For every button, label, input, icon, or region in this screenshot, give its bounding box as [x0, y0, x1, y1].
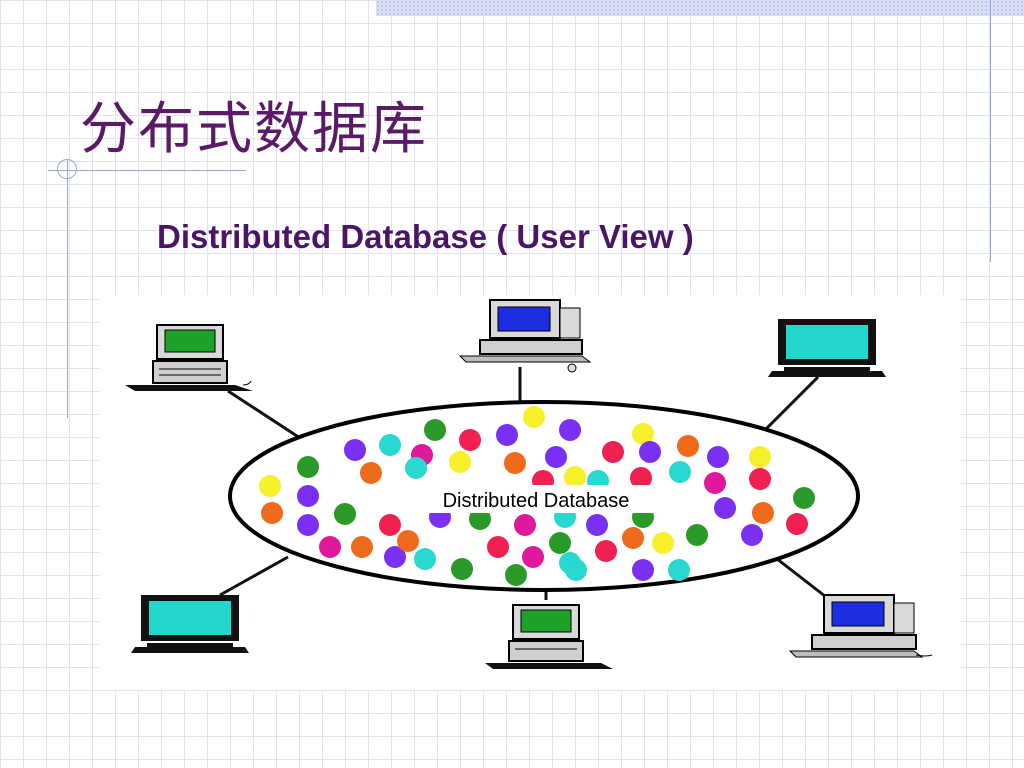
center-label: Distributed Database [443, 490, 630, 512]
data-dot [586, 514, 608, 536]
desktop-computer-icon [485, 604, 613, 669]
data-dot [379, 434, 401, 456]
data-dots [259, 406, 815, 586]
data-dot [487, 536, 509, 558]
data-dot [749, 468, 771, 490]
data-dot [707, 446, 729, 468]
data-dot [351, 536, 373, 558]
data-dot [549, 532, 571, 554]
data-dot [297, 514, 319, 536]
data-dot [297, 456, 319, 478]
right-guide-line [990, 0, 991, 262]
decorative-ring [57, 159, 77, 179]
data-dot [496, 424, 518, 446]
data-dot [602, 441, 624, 463]
data-dot [514, 514, 536, 536]
data-dot [360, 462, 382, 484]
data-dot [786, 513, 808, 535]
data-dot [632, 423, 654, 445]
data-dot [505, 564, 527, 586]
data-dot [449, 451, 471, 473]
title-underline [48, 170, 246, 171]
data-dot [405, 457, 427, 479]
data-dot [469, 508, 491, 530]
data-dot [652, 532, 674, 554]
data-dot [334, 503, 356, 525]
desktop-computer-icon [125, 324, 253, 391]
data-dot [686, 524, 708, 546]
data-dot [259, 475, 281, 497]
data-dot [639, 441, 661, 463]
monitor-icon [768, 319, 886, 377]
connection-lines [219, 367, 831, 602]
distributed-database-diagram: Distributed Database [100, 295, 960, 690]
data-dot [752, 502, 774, 524]
data-dot [677, 435, 699, 457]
link-top-left [227, 389, 301, 440]
page-title: 分布式数据库 [80, 97, 428, 162]
data-dot [459, 429, 481, 451]
left-guide-line [67, 160, 68, 418]
desktop-computer-icon [458, 299, 592, 373]
link-bottom-right [771, 553, 831, 602]
data-dot [704, 472, 726, 494]
data-dot [545, 446, 567, 468]
link-top-right [758, 375, 820, 437]
data-dot [379, 514, 401, 536]
header-band [376, 0, 1024, 16]
data-dot [261, 502, 283, 524]
desktop-computer-icon [788, 594, 933, 658]
data-dot [424, 419, 446, 441]
data-dot [414, 548, 436, 570]
data-dot [344, 439, 366, 461]
data-dot [741, 524, 763, 546]
data-dot [451, 558, 473, 580]
data-dot [565, 559, 587, 581]
link-bottom-left [219, 555, 289, 597]
data-dot [504, 452, 526, 474]
data-dot [793, 487, 815, 509]
data-dot [668, 559, 690, 581]
data-dot [669, 461, 691, 483]
data-dot [595, 540, 617, 562]
data-dot [397, 530, 419, 552]
data-dot [749, 446, 771, 468]
data-dot [319, 536, 341, 558]
data-dot [632, 559, 654, 581]
data-dot [523, 406, 545, 428]
data-dot [559, 419, 581, 441]
data-dot [522, 546, 544, 568]
monitor-icon [131, 595, 249, 653]
data-dot [714, 497, 736, 519]
data-dot [384, 546, 406, 568]
diagram-canvas: Distributed Database [125, 299, 933, 669]
center-label-bg [382, 485, 692, 513]
data-dot [297, 485, 319, 507]
data-dot [622, 527, 644, 549]
data-dot [564, 466, 586, 488]
slide-subtitle: Distributed Database ( User View ) [157, 218, 694, 255]
data-dot [630, 467, 652, 489]
